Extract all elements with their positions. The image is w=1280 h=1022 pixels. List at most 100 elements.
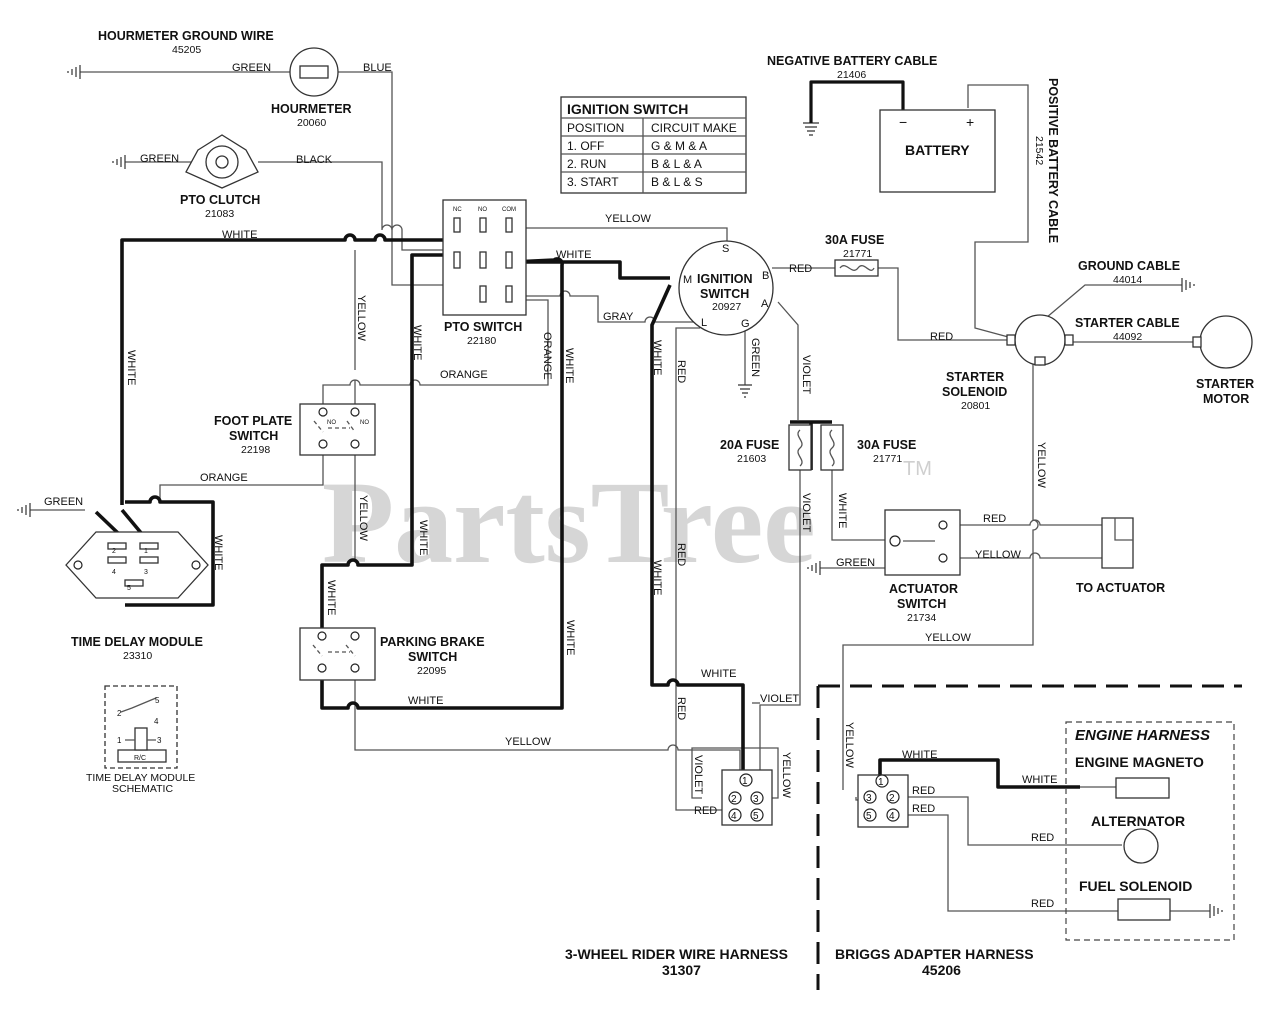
neg-battery-title: NEGATIVE BATTERY CABLE xyxy=(767,54,937,68)
ground-icon xyxy=(17,503,31,517)
connector-pin: 1 xyxy=(878,777,884,788)
wire-label: WHITE xyxy=(651,560,663,595)
fuse-20a xyxy=(788,424,812,471)
ignition-title-1: IGNITION xyxy=(697,272,753,286)
wire-label: WHITE xyxy=(212,535,224,570)
wire-label: WHITE xyxy=(408,695,443,707)
pto-switch-number: 22180 xyxy=(467,335,496,347)
starter-motor-title-1: STARTER xyxy=(1196,377,1254,391)
pto-switch-title: PTO SWITCH xyxy=(444,320,522,334)
wire-label: RED xyxy=(675,543,687,566)
td-pin: 3 xyxy=(144,569,148,576)
ground-cable-number: 44014 xyxy=(1113,274,1142,286)
pos-battery-title: POSITIVE BATTERY CABLE xyxy=(1046,78,1060,243)
connector-45206-pins: 1 2 3 4 5 xyxy=(863,774,900,822)
ground-icon xyxy=(738,384,752,398)
wire-label: GREEN xyxy=(140,153,179,165)
ignition-terminal-a: A xyxy=(761,298,769,310)
pos-battery-number: 21542 xyxy=(1033,136,1045,165)
to-actuator-label: TO ACTUATOR xyxy=(1076,581,1165,595)
fuse-30a-top xyxy=(834,259,879,277)
component-labels: HOURMETER GROUND WIRE 45205 HOURMETER 20… xyxy=(71,29,1254,978)
actuator-switch-number: 21734 xyxy=(907,612,936,624)
starter-solenoid-number: 20801 xyxy=(961,400,990,412)
wire-label: WHITE xyxy=(1022,774,1057,786)
time-delay-title: TIME DELAY MODULE xyxy=(71,635,203,649)
time-delay-module xyxy=(65,531,209,599)
ground-icon xyxy=(1209,904,1223,918)
neg-battery-number: 21406 xyxy=(837,69,866,81)
wire-label: WHITE xyxy=(701,668,736,680)
wire-label: WHITE xyxy=(564,620,576,655)
hourmeter-title: HOURMETER xyxy=(271,102,352,116)
parking-brake-title-2: SWITCH xyxy=(408,650,457,664)
wire-label: YELLOW xyxy=(925,632,971,644)
hourmeter xyxy=(289,47,339,97)
wire-label: YELLOW xyxy=(780,752,792,798)
ground-icon xyxy=(1181,278,1195,292)
watermark-text: PartsTree xyxy=(322,457,816,588)
harness-3wheel-title: 3-WHEEL RIDER WIRE HARNESS xyxy=(565,946,788,962)
actuator-plug xyxy=(1101,517,1134,569)
wire-label: ORANGE xyxy=(541,332,553,380)
pto-pin-com: COM xyxy=(502,207,516,213)
wire-label: RED xyxy=(694,805,717,817)
td-pin: 2 xyxy=(112,548,116,555)
wire-label: BLUE xyxy=(363,62,392,74)
pto-clutch-number: 21083 xyxy=(205,208,234,220)
wire-label: WHITE xyxy=(651,340,663,375)
wire-label: GREEN xyxy=(749,338,761,377)
ignition-title-2: SWITCH xyxy=(700,287,749,301)
wire-label: BLACK xyxy=(296,154,333,166)
wire-label: WHITE xyxy=(836,493,848,528)
wire-label: YELLOW xyxy=(975,549,1021,561)
ignition-switch-table: IGNITION SWITCH POSITION CIRCUIT MAKE 1.… xyxy=(560,96,747,194)
fuel-solenoid-label: FUEL SOLENOID xyxy=(1079,878,1192,894)
ignition-number: 20927 xyxy=(712,301,741,313)
pto-pin-nc: NC xyxy=(453,207,462,213)
engine-harness-title: ENGINE HARNESS xyxy=(1075,727,1210,744)
harness-3wheel-number: 31307 xyxy=(662,962,701,978)
briggs-adapter-number: 45206 xyxy=(922,962,961,978)
wire-label: GREEN xyxy=(836,557,875,569)
foot-plate-no-2: NO xyxy=(360,420,369,426)
wire-label: VIOLET xyxy=(800,355,812,394)
ignition-table-cell: 2. RUN xyxy=(567,157,606,171)
battery xyxy=(879,109,996,193)
engine-magneto-label: ENGINE MAGNETO xyxy=(1075,754,1204,770)
tds-title-2: SCHEMATIC xyxy=(112,783,173,795)
wire-label: RED xyxy=(789,263,812,275)
td-pin: 4 xyxy=(112,569,116,576)
ground-icon xyxy=(67,65,81,79)
td-pin: 5 xyxy=(127,585,131,592)
wire-label: RED xyxy=(912,785,935,797)
wire-labels: GREEN BLUE GREEN BLACK WHITE YELLOW WHIT… xyxy=(44,62,1057,910)
starter-cable-title: STARTER CABLE xyxy=(1075,316,1180,330)
connector-pin: 4 xyxy=(731,811,737,822)
engine-harness xyxy=(1065,721,1235,941)
wire-label: YELLOW xyxy=(605,213,651,225)
battery-plus: + xyxy=(966,114,974,130)
foot-plate-number: 22198 xyxy=(241,444,270,456)
fuse-30a-mid-number: 21771 xyxy=(873,453,902,465)
connector-pin: 5 xyxy=(753,811,759,822)
parking-brake-switch xyxy=(299,627,376,681)
connector-pin: 2 xyxy=(731,794,737,805)
tds-pin-1: 1 xyxy=(117,736,122,745)
connector-pin: 5 xyxy=(866,811,872,822)
wire-label: WHITE xyxy=(902,749,937,761)
pto-clutch xyxy=(185,134,259,189)
hourmeter-ground-number: 45205 xyxy=(172,44,201,56)
wire-label: YELLOW xyxy=(357,495,369,541)
wire-label: RED xyxy=(1031,898,1054,910)
battery-title: BATTERY xyxy=(905,142,970,158)
tds-pin-4: 4 xyxy=(154,717,159,726)
wire-label: RED xyxy=(930,331,953,343)
ground-icon xyxy=(803,122,819,136)
hourmeter-ground-title: HOURMETER GROUND WIRE xyxy=(98,29,274,43)
wire-label: RED xyxy=(1031,832,1054,844)
wire-label: GREEN xyxy=(232,62,271,74)
ignition-table-cell: B & L & S xyxy=(651,175,703,189)
ignition-table-cell: B & L & A xyxy=(651,157,702,171)
connector-pin: 4 xyxy=(889,811,895,822)
